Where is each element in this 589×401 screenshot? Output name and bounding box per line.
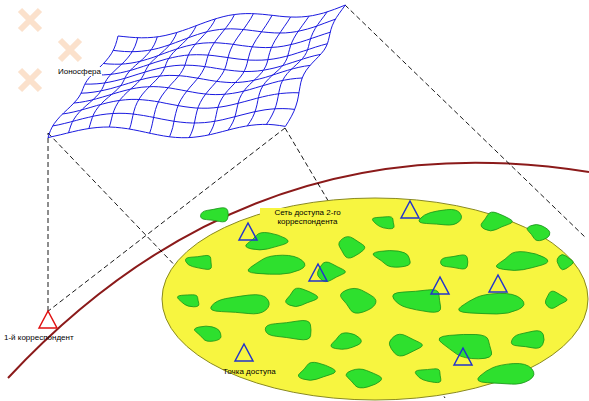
access-point-triangle: Точка доступа bbox=[233, 343, 255, 362]
green-area bbox=[511, 331, 544, 349]
green-area bbox=[372, 217, 394, 229]
green-area bbox=[481, 212, 512, 231]
correspondent-triangle-outline bbox=[37, 311, 59, 329]
access-point-triangle bbox=[431, 277, 449, 294]
green-area bbox=[346, 369, 381, 388]
access-network-ellipse: Сеть доступа 2-го корреспондентаТочка до… bbox=[160, 196, 589, 401]
green-area bbox=[298, 362, 335, 380]
yellow-ellipse bbox=[162, 198, 588, 400]
green-area bbox=[177, 295, 198, 307]
green-area bbox=[246, 232, 288, 249]
node-label: Ионосфера bbox=[57, 67, 102, 76]
decor-cross bbox=[20, 70, 40, 90]
green-area bbox=[459, 293, 524, 314]
green-area bbox=[194, 326, 221, 341]
green-area bbox=[340, 288, 376, 313]
green-area bbox=[557, 255, 573, 270]
mesh-grid bbox=[48, 5, 345, 138]
access-point-triangle bbox=[454, 348, 472, 365]
correspondent-triangle: 1-й корреспондент bbox=[37, 311, 59, 329]
slide-decoration bbox=[20, 10, 80, 90]
green-area bbox=[286, 288, 318, 306]
green-area bbox=[527, 225, 550, 241]
green-area bbox=[478, 363, 534, 384]
access-point-triangle bbox=[489, 275, 507, 292]
node-label: 1-й корреспондент bbox=[4, 333, 74, 342]
green-area bbox=[211, 295, 269, 314]
green-area bbox=[389, 334, 422, 356]
access-point-triangle bbox=[239, 223, 257, 240]
access-point-triangle bbox=[309, 264, 327, 281]
decor-cross bbox=[20, 10, 40, 30]
red-triangle bbox=[39, 311, 57, 328]
green-area bbox=[496, 252, 548, 271]
access-point-triangle-outline bbox=[233, 343, 255, 362]
green-area bbox=[339, 237, 365, 258]
dashed-connector bbox=[48, 133, 173, 263]
green-area bbox=[439, 334, 492, 358]
dashed-connector bbox=[48, 133, 49, 311]
ionosphere-mesh: Ионосфера bbox=[45, 3, 347, 133]
green-area bbox=[373, 251, 410, 268]
access-point-triangle bbox=[401, 201, 419, 218]
green-area bbox=[185, 255, 211, 269]
node-label: Точка доступа bbox=[223, 367, 276, 376]
green-area bbox=[393, 290, 441, 313]
green-area bbox=[331, 333, 361, 349]
decor-cross bbox=[60, 40, 80, 60]
mesh-lines bbox=[48, 5, 345, 138]
green-area bbox=[415, 369, 441, 383]
network-contents bbox=[177, 201, 573, 388]
green-area bbox=[419, 209, 461, 225]
green-area bbox=[265, 320, 311, 339]
green-area bbox=[545, 291, 567, 308]
node-label: Сеть доступа 2-го корреспондента bbox=[260, 208, 355, 226]
green-area bbox=[201, 208, 229, 222]
access-point-triangle bbox=[235, 344, 253, 361]
green-area bbox=[441, 255, 468, 269]
green-area bbox=[248, 255, 305, 274]
